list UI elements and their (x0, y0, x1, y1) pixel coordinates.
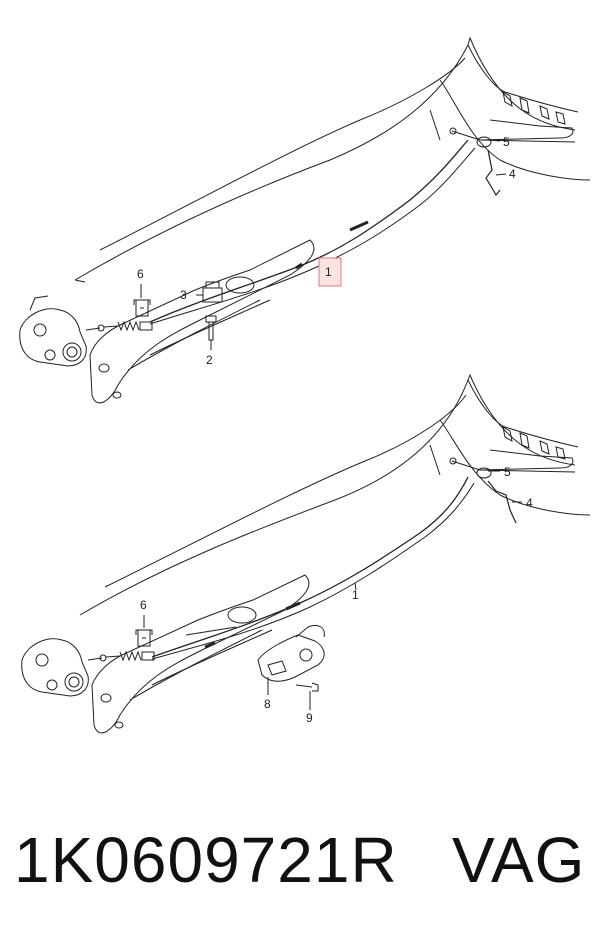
cable-spring (117, 320, 140, 332)
handbrake-cable (151, 476, 469, 658)
label-part-6: 6 (140, 598, 147, 612)
bolt-part-9 (295, 682, 319, 692)
top-exploded-diagram: 1 2 3 4 5 6 (19, 36, 591, 404)
washer-part-5 (476, 136, 492, 148)
clip-part-6 (135, 629, 153, 647)
brake-caliper (21, 638, 89, 697)
label-part-4: 4 (509, 167, 516, 181)
label-part-8: 8 (264, 697, 271, 711)
part-number: 1K0609721R (14, 824, 398, 896)
washer-part-5 (476, 467, 492, 479)
floor-pan-outline (79, 373, 576, 616)
label-part-1: 1 (352, 588, 359, 602)
mount-bracket (91, 574, 310, 734)
holder-part-3 (202, 281, 223, 303)
label-part-5: 5 (504, 465, 511, 479)
brand-name: VAG (452, 824, 586, 896)
label-part-5: 5 (503, 135, 510, 149)
callout-box-1 (318, 257, 342, 287)
label-part-1: 1 (325, 265, 332, 279)
floor-pan-outline (74, 36, 576, 281)
clip-part-4 (487, 480, 517, 524)
handbrake-cable (149, 139, 469, 323)
brake-caliper (19, 295, 87, 367)
label-part-6: 6 (137, 267, 144, 281)
label-part-9: 9 (306, 711, 313, 725)
cable-spring (119, 650, 142, 662)
label-part-3: 3 (180, 288, 187, 302)
lever-part-8 (257, 624, 325, 682)
label-part-2: 2 (206, 353, 213, 367)
label-part-4: 4 (526, 496, 533, 510)
part-info-footer: 1K0609721R VAG (0, 815, 600, 905)
clip-part-4 (485, 149, 501, 197)
bottom-exploded-diagram: 1 4 5 6 8 9 (21, 373, 591, 734)
clip-part-6 (133, 299, 151, 317)
